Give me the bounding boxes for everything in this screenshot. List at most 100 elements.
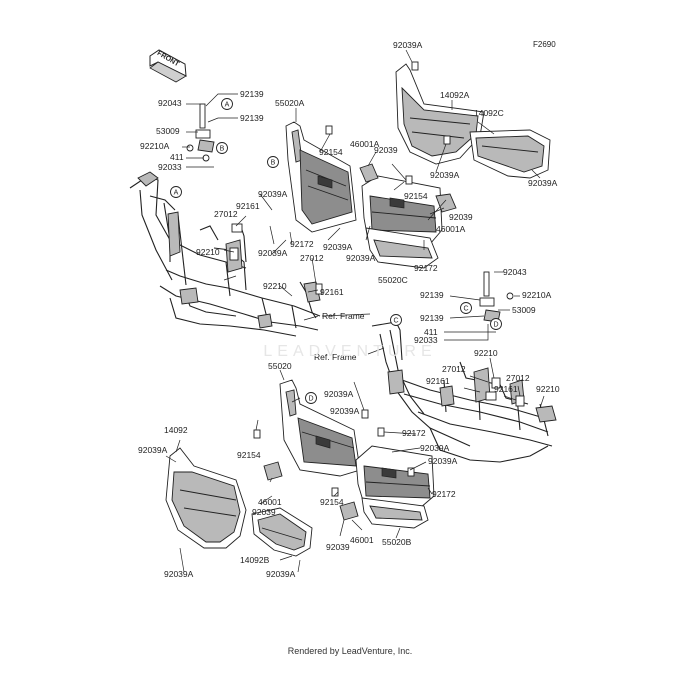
label-92210-3: 92210	[474, 348, 498, 358]
part-46001-lower	[263, 461, 359, 521]
label-92039A-14: 92039A	[266, 569, 296, 579]
label-92039-2: 92039	[449, 212, 473, 222]
label-14092: 14092	[164, 425, 188, 435]
callout-letter-b: B	[220, 146, 225, 153]
callout-letter-a: A	[225, 102, 230, 109]
label-92154-4: 92154	[320, 497, 344, 507]
label-92043: 92043	[158, 98, 182, 108]
callout-c-mid: C	[460, 302, 472, 314]
part-55020B	[355, 445, 435, 529]
label-92039A-5: 92039A	[258, 248, 288, 258]
label-92210: 92210	[196, 247, 220, 257]
callout-a-upper: A	[221, 98, 233, 110]
label-14092B: 14092B	[240, 555, 270, 565]
label-14092A: 14092A	[440, 90, 470, 100]
part-55020A	[285, 121, 357, 233]
label-55020: 55020	[268, 361, 292, 371]
label-92039-4: 92039	[326, 542, 350, 552]
label-92172-4: 92172	[432, 489, 456, 499]
label-92161-2: 92161	[320, 287, 344, 297]
label-55020B: 55020B	[382, 537, 412, 547]
label-92161-3: 92161	[426, 376, 450, 386]
callout-letter-b-2: B	[271, 160, 276, 167]
front-arrow-icon: FRONT	[149, 49, 187, 83]
callout-letter-c: C	[463, 306, 468, 313]
ref-frame-lower: Ref. Frame	[314, 352, 357, 362]
callout-letter-d: D	[493, 322, 498, 329]
label-27012: 27012	[214, 209, 238, 219]
label-92039A-3: 92039A	[528, 178, 558, 188]
label-92210A-2: 92210A	[522, 290, 552, 300]
label-27012-4: 27012	[506, 373, 530, 383]
figure-code: F2690	[533, 40, 556, 49]
label-92161: 92161	[236, 201, 260, 211]
part-labels: 92039A 14092A 14092C 92139 92043 92139 5…	[138, 40, 560, 579]
part-55020	[279, 379, 361, 477]
label-92039-3: 92039	[252, 507, 276, 517]
label-92154: 92154	[319, 147, 343, 157]
label-92039: 92039	[374, 145, 398, 155]
label-92033-2: 92033	[414, 335, 438, 345]
part-14092C	[469, 129, 551, 179]
lower-frame	[371, 321, 557, 463]
label-92172-2: 92172	[414, 263, 438, 273]
leader-lines	[165, 49, 545, 573]
label-92039A-10: 92039A	[138, 445, 168, 455]
label-46001A: 46001A	[350, 139, 380, 149]
label-92139-4: 92139	[420, 313, 444, 323]
callout-letter-d-2: D	[308, 396, 313, 403]
label-14092C: 14092C	[474, 108, 504, 118]
label-411: 411	[170, 152, 184, 162]
label-92161-4: 92161	[494, 384, 518, 394]
footer-credit: Rendered by LeadVenture, Inc.	[287, 646, 413, 656]
callout-a-frame: A	[170, 186, 182, 198]
label-92139: 92139	[240, 89, 264, 99]
label-92139-3: 92139	[420, 290, 444, 300]
label-92039A-11: 92039A	[420, 443, 450, 453]
part-14092	[165, 447, 247, 549]
label-92210-4: 92210	[536, 384, 560, 394]
label-92039A: 92039A	[393, 40, 423, 50]
part-55020C	[361, 175, 443, 269]
callout-d-panel: D	[305, 392, 317, 404]
label-92039A-8: 92039A	[324, 389, 354, 399]
label-27012-3: 27012	[442, 364, 466, 374]
label-92139-2: 92139	[240, 113, 264, 123]
label-92043-2: 92043	[503, 267, 527, 277]
label-411-2: 411	[424, 327, 438, 337]
label-92039A-13: 92039A	[164, 569, 194, 579]
label-92039A-4: 92039A	[258, 189, 288, 199]
label-53009-2: 53009	[512, 305, 536, 315]
label-46001: 46001	[258, 497, 282, 507]
label-92172: 92172	[290, 239, 314, 249]
ref-frame-upper: Ref. Frame	[322, 311, 365, 321]
label-92154-2: 92154	[404, 191, 428, 201]
label-92039A-12: 92039A	[428, 456, 458, 466]
part-14092A	[395, 63, 485, 165]
callout-c-frame: C	[390, 314, 402, 326]
upper-frame	[129, 171, 321, 337]
callout-letter-a-2: A	[174, 190, 179, 197]
callout-letter-c-2: C	[393, 318, 398, 325]
label-27012-2: 27012	[300, 253, 324, 263]
label-53009: 53009	[156, 126, 180, 136]
label-92039A-9: 92039A	[330, 406, 360, 416]
label-55020C: 55020C	[378, 275, 408, 285]
label-92172-3: 92172	[402, 428, 426, 438]
label-92039A-6: 92039A	[323, 242, 353, 252]
label-46001A-2: 46001A	[436, 224, 466, 234]
callout-b-panel: B	[267, 156, 279, 168]
callout-d-mid: D	[490, 318, 502, 330]
callout-b-upper: B	[216, 142, 228, 154]
label-92039A-2: 92039A	[430, 170, 460, 180]
label-55020A: 55020A	[275, 98, 305, 108]
label-92154-3: 92154	[237, 450, 261, 460]
watermark: LEADVENTURE	[263, 343, 437, 360]
label-92210A: 92210A	[140, 141, 170, 151]
label-46001-2: 46001	[350, 535, 374, 545]
label-92210-2: 92210	[263, 281, 287, 291]
label-92033: 92033	[158, 162, 182, 172]
label-92039A-7: 92039A	[346, 253, 376, 263]
part-14092B	[251, 507, 313, 557]
